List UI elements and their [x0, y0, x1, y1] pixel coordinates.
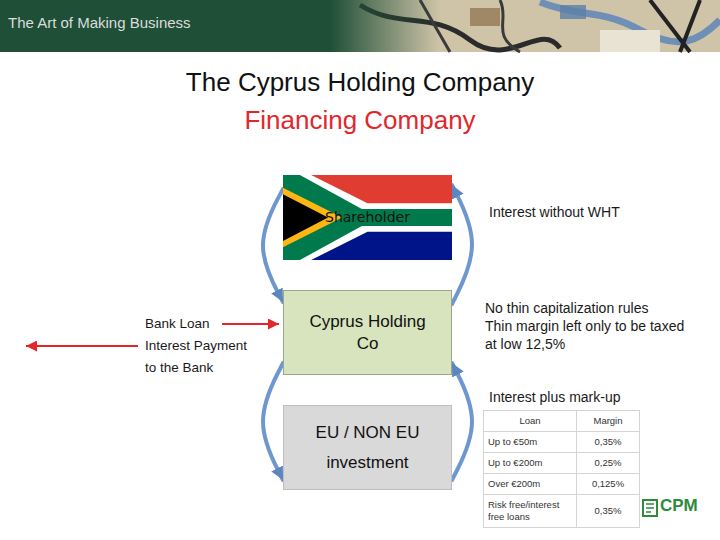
margin-table: LoanMarginUp to €50m0,35%Up to €200m0,25…: [483, 410, 640, 528]
slide-title: The Cyprus Holding Company: [0, 66, 720, 98]
loan-arrow: [222, 323, 279, 325]
table-cell: 0,125%: [577, 474, 639, 494]
flag-part: [283, 175, 452, 260]
table-cell: Up to €50m: [484, 432, 576, 452]
node-text: Shareholder: [325, 209, 410, 226]
curved-arrow: [263, 189, 283, 302]
banner-text: The Art of Making Business: [8, 13, 308, 33]
flag-part: [283, 175, 452, 260]
note-text: Thin margin left only to be taxed at low…: [485, 317, 685, 353]
payment-arrow: [26, 345, 138, 347]
node-text: EU / NON EU investment: [305, 418, 430, 478]
flag-part: [283, 194, 328, 241]
table-cell: Margin: [577, 411, 639, 431]
bank-note: Bank Loan Interest Payment to the Bank: [145, 313, 255, 379]
edge-label: Interest plus mark-up: [487, 388, 623, 406]
edge-label: Interest without WHT: [487, 203, 622, 221]
logo-mark: [642, 499, 658, 517]
table-cell: Over €200m: [484, 474, 576, 494]
logo-text: CPM: [660, 496, 712, 516]
slide-subtitle: Financing Company: [0, 104, 720, 136]
table-cell: Risk free/interest free loans: [484, 495, 576, 527]
node-text: Cyprus Holding Co: [303, 311, 433, 354]
investment-box: EU / NON EU investment: [283, 405, 452, 490]
curved-arrow: [263, 363, 283, 480]
table-cell: 0,35%: [577, 495, 639, 527]
note-text: No thin capitalization rules: [485, 299, 685, 317]
holding-box: Cyprus Holding Co: [283, 290, 452, 375]
table-cell: Up to €200m: [484, 453, 576, 473]
flag-box: Shareholder: [283, 175, 452, 260]
curved-arrow: [452, 363, 472, 480]
table-cell: 0,25%: [577, 453, 639, 473]
table-cell: Loan: [484, 411, 576, 431]
table-cell: 0,35%: [577, 432, 639, 452]
curved-arrow: [452, 185, 472, 304]
